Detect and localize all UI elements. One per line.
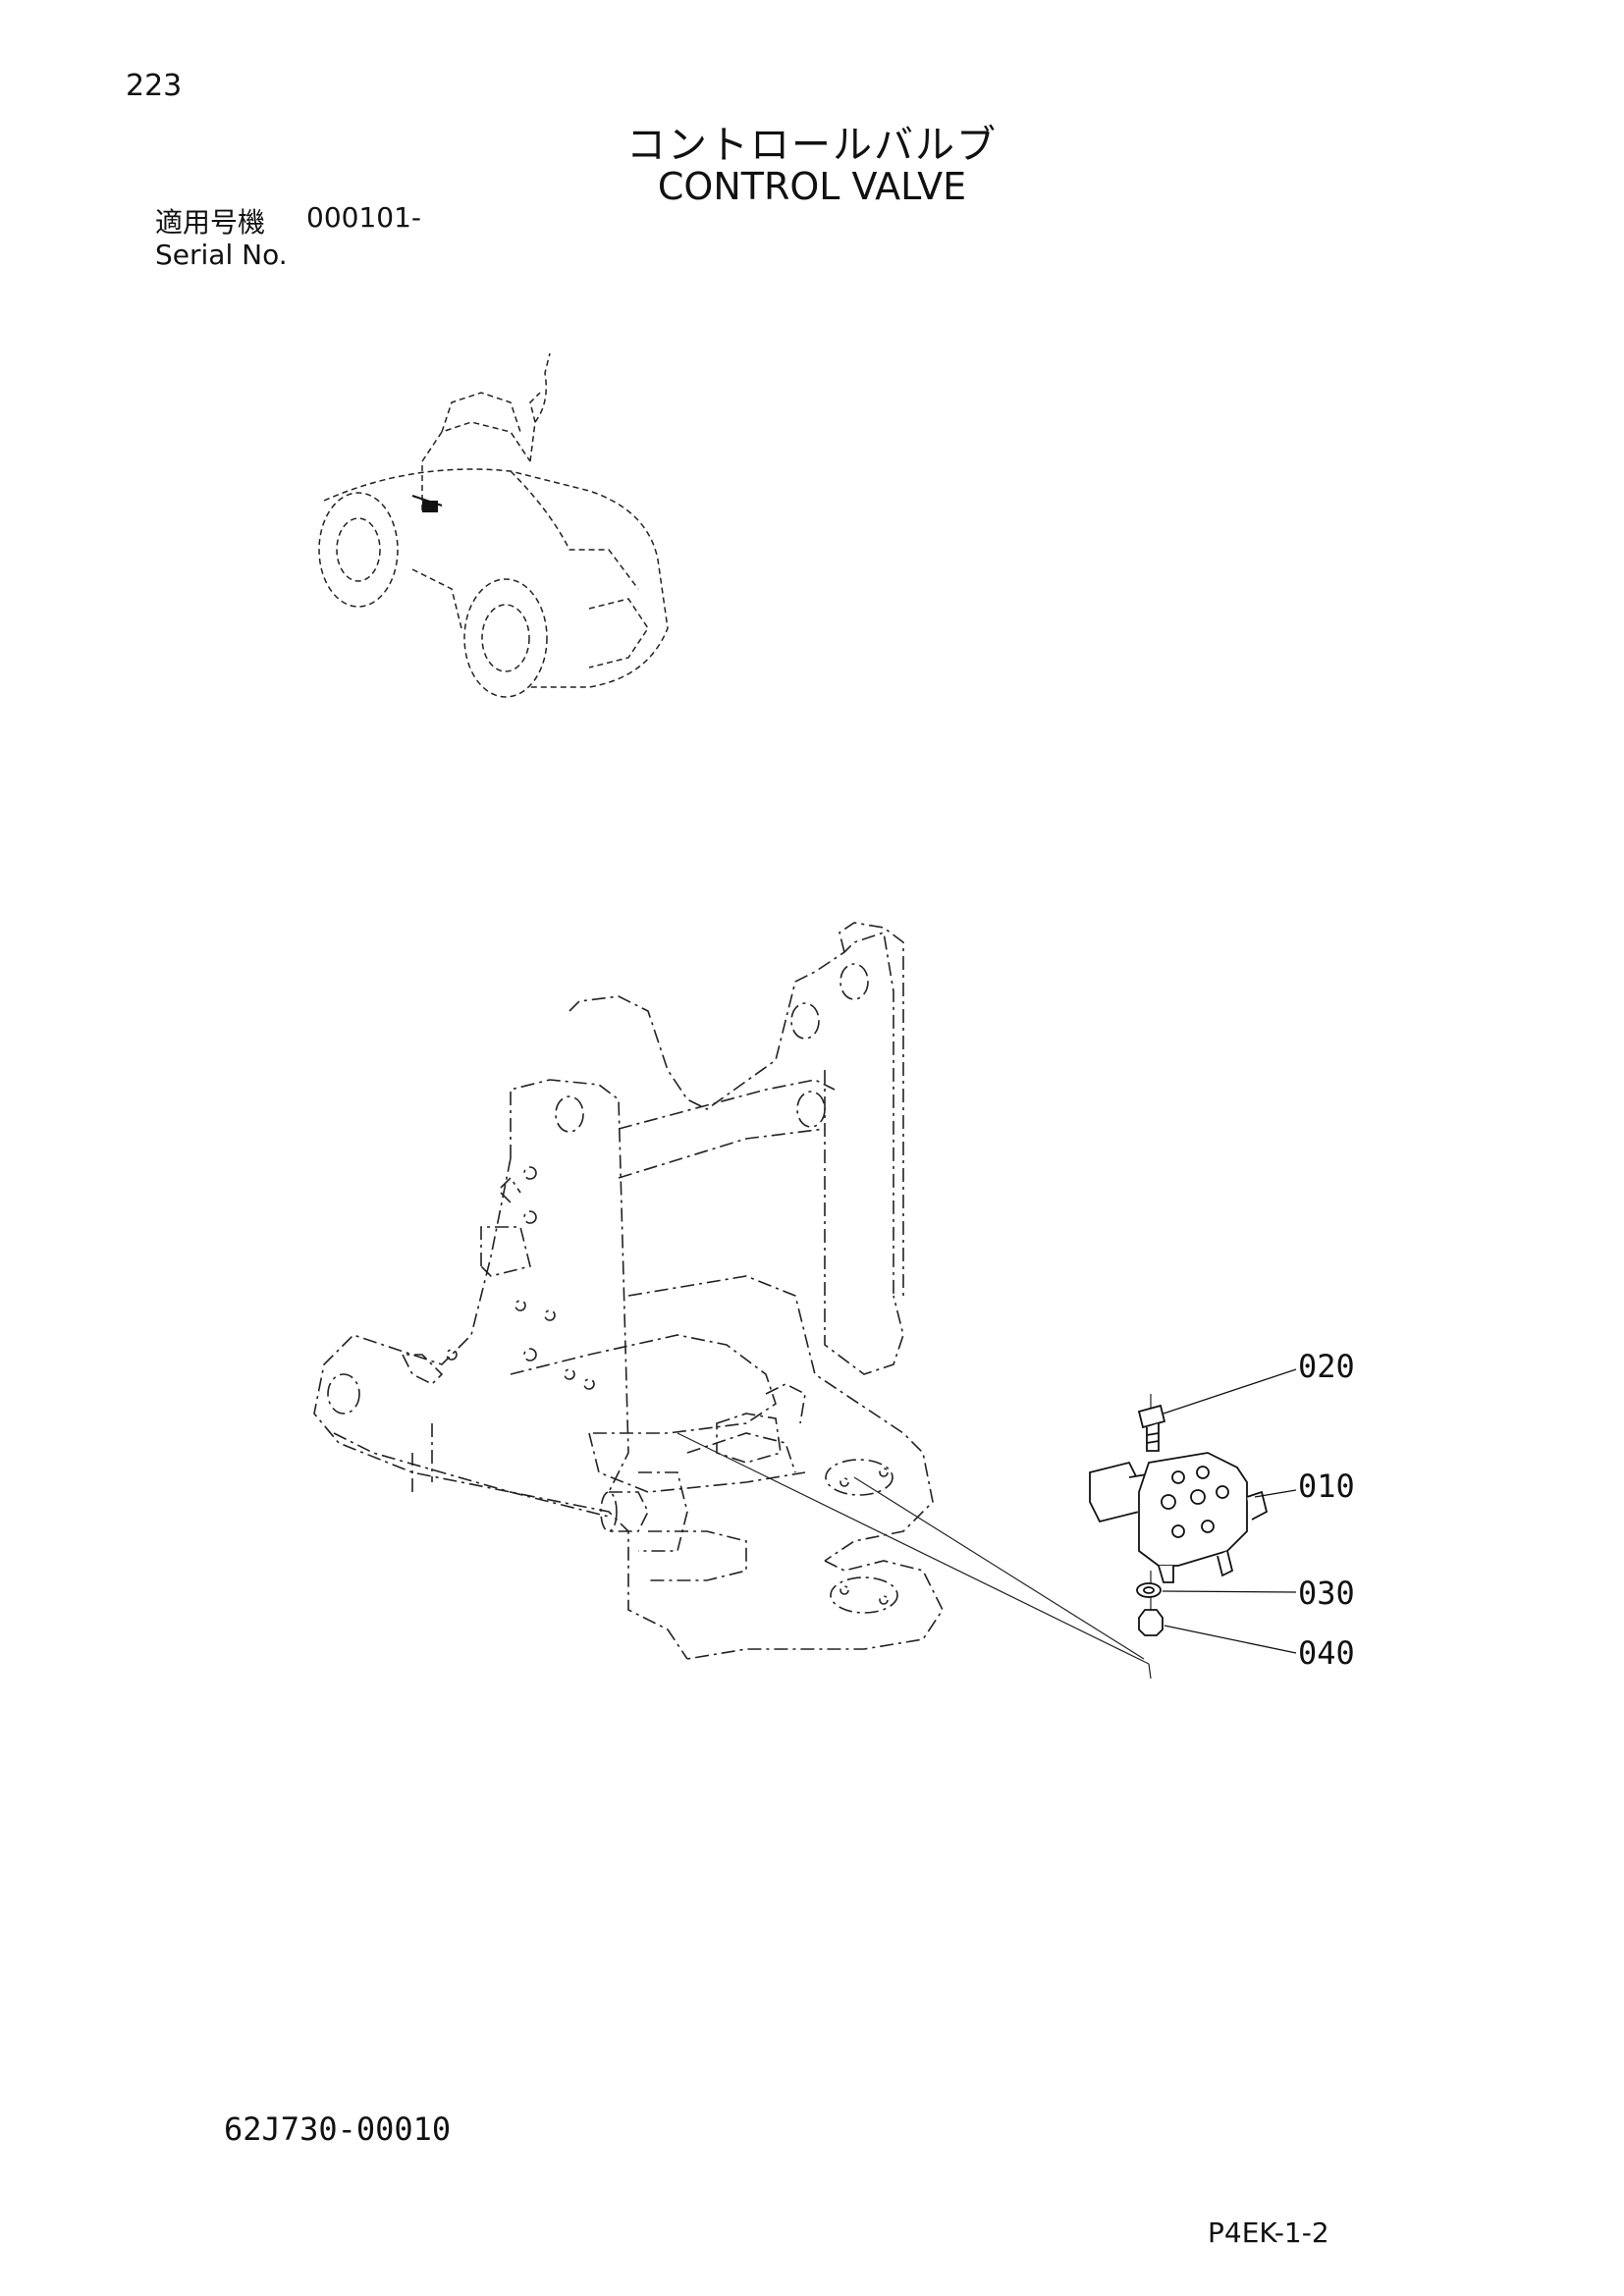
serial-label-english: Serial No. (155, 239, 288, 271)
callout-label-040: 040 (1298, 1634, 1355, 1672)
bolt-020-part (1137, 1404, 1166, 1452)
page-title-english: CONTROL VALVE (657, 165, 967, 208)
serial-number-value: 000101- (306, 201, 421, 234)
control-valve-location-marker (411, 495, 443, 512)
page-number: 223 (126, 69, 183, 103)
main-frame-outline (313, 922, 944, 1660)
callout-label-010: 010 (1298, 1468, 1355, 1505)
page-code: P4EK-1-2 (1208, 2216, 1329, 2249)
callout-label-020: 020 (1298, 1348, 1355, 1385)
serial-label-japanese: 適用号機 (155, 206, 266, 239)
callout-label-030: 030 (1298, 1575, 1355, 1612)
callout-leaders (1162, 1368, 1297, 1654)
drawing-number: 62J730-00010 (224, 2110, 452, 2148)
nut-040-part (1137, 1609, 1164, 1636)
machine-overview-thumbnail (318, 352, 669, 698)
control-valve-010-part (1089, 1452, 1269, 1583)
assembly-leader-lines (677, 1394, 1152, 1680)
page-title-japanese: コントロールバルブ (626, 123, 998, 168)
washer-030-part (1136, 1582, 1162, 1598)
